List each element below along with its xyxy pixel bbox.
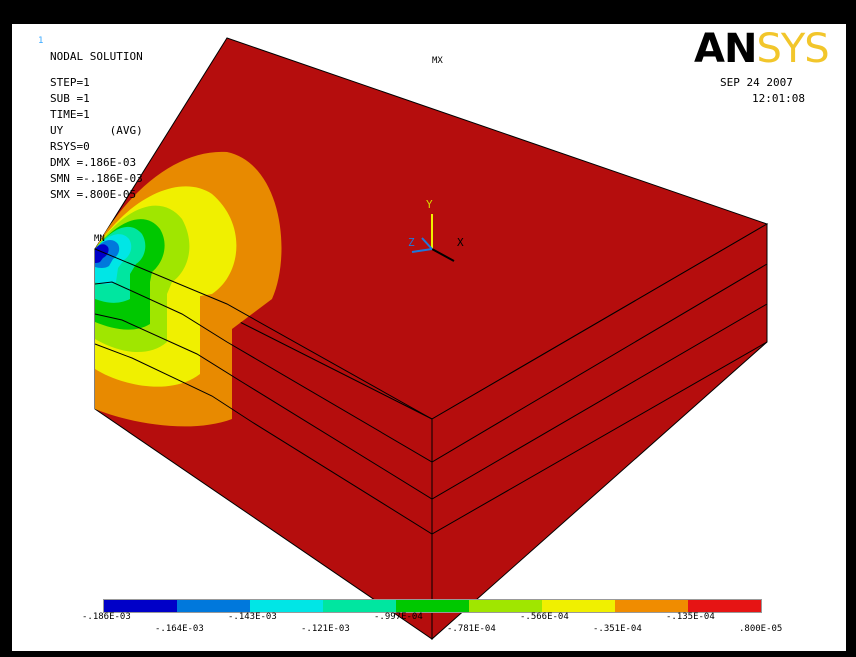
ansys-logo: ANSYS <box>694 26 830 72</box>
contour-band-blue <box>95 244 109 263</box>
legend-label: -.997E-04 <box>374 612 423 622</box>
clock-label: 12:01:08 <box>752 92 805 105</box>
legend-swatch <box>469 600 542 612</box>
legend-label: -.186E-03 <box>82 612 131 622</box>
legend-label: -.143E-03 <box>228 612 277 622</box>
graphics-viewport[interactable]: 1 NODAL SOLUTION STEP=1 SUB =1 TIME=1 UY… <box>12 24 846 651</box>
smx-label: SMX =.800E-05 <box>50 188 137 201</box>
legend-colorbar <box>103 599 762 613</box>
axis-triad <box>411 214 455 262</box>
window-number: 1 <box>38 36 44 46</box>
legend-label: .800E-05 <box>739 624 783 634</box>
legend-swatch <box>615 600 688 612</box>
dmx-label: DMX =.186E-03 <box>50 156 137 169</box>
legend-swatch <box>250 600 323 612</box>
legend-label: -.566E-04 <box>520 612 569 622</box>
legend-label: -.135E-04 <box>666 612 715 622</box>
legend-swatch <box>396 600 469 612</box>
model-plot <box>94 37 769 641</box>
date-label: SEP 24 2007 <box>720 76 793 89</box>
legend-swatch <box>323 600 396 612</box>
triad-y-label: Y <box>426 198 433 211</box>
legend-swatch <box>177 600 250 612</box>
max-marker: MX <box>432 56 443 66</box>
plot-title: NODAL SOLUTION <box>50 50 143 63</box>
substep-label: SUB =1 <box>50 92 90 105</box>
smn-label: SMN =-.186E-03 <box>50 172 143 185</box>
min-marker: MN <box>94 234 105 244</box>
legend-swatch <box>542 600 615 612</box>
legend-label: -.781E-04 <box>447 624 496 634</box>
result-label: UY (AVG) <box>50 124 143 137</box>
rsys-label: RSYS=0 <box>50 140 90 153</box>
time-label: TIME=1 <box>50 108 90 121</box>
legend-swatch <box>688 600 761 612</box>
logo-an: AN <box>694 26 757 72</box>
layer-lines <box>94 224 768 639</box>
step-label: STEP=1 <box>50 76 90 89</box>
legend-label: -.164E-03 <box>155 624 204 634</box>
triad-z-label: Z <box>408 236 415 249</box>
legend-swatch <box>104 600 177 612</box>
logo-sys: SYS <box>756 26 829 72</box>
legend-label: -.121E-03 <box>301 624 350 634</box>
triad-x-label: X <box>457 236 464 249</box>
legend-label: -.351E-04 <box>593 624 642 634</box>
